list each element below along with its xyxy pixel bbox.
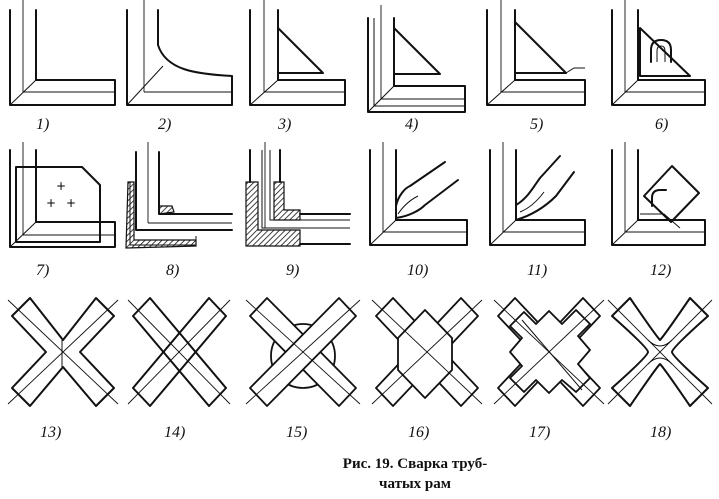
label-1: 1) <box>36 116 50 133</box>
joint-14 <box>127 297 231 407</box>
label-10: 10) <box>407 262 429 279</box>
label-3: 3) <box>278 116 292 133</box>
joint-16 <box>371 297 483 407</box>
label-15: 15) <box>286 424 308 441</box>
label-11: 11) <box>527 262 548 279</box>
joint-18 <box>607 297 713 407</box>
joint-1 <box>9 0 116 106</box>
joint-7: + + + <box>9 142 116 248</box>
label-2: 2) <box>158 116 172 133</box>
joint-11 <box>489 142 586 246</box>
joint-17 <box>493 297 605 407</box>
svg-text:+: + <box>66 196 76 210</box>
label-9: 9) <box>286 262 300 279</box>
joint-4 <box>367 5 466 113</box>
joint-2 <box>126 0 233 106</box>
joint-5 <box>486 0 586 106</box>
label-14: 14) <box>164 424 186 441</box>
svg-text:+: + <box>46 196 56 210</box>
label-5: 5) <box>530 116 544 133</box>
label-8: 8) <box>166 262 180 279</box>
joint-3 <box>249 0 346 106</box>
label-6: 6) <box>655 116 669 133</box>
joint-15 <box>245 297 361 407</box>
joint-8 <box>125 142 233 249</box>
joint-13 <box>7 297 119 407</box>
label-17: 17) <box>529 424 551 441</box>
label-4: 4) <box>405 116 419 133</box>
figure-caption-line-2: чатых рам <box>379 476 451 492</box>
label-13: 13) <box>40 424 62 441</box>
joint-6 <box>611 0 706 106</box>
label-7: 7) <box>36 262 50 279</box>
joint-9 <box>245 142 351 247</box>
label-16: 16) <box>408 424 430 441</box>
svg-text:+: + <box>56 179 66 193</box>
label-18: 18) <box>650 424 672 441</box>
figure-caption-line-1: Рис. 19. Сварка труб- <box>342 456 488 472</box>
joint-12 <box>611 142 706 246</box>
joint-10 <box>369 142 468 246</box>
label-12: 12) <box>650 262 672 279</box>
